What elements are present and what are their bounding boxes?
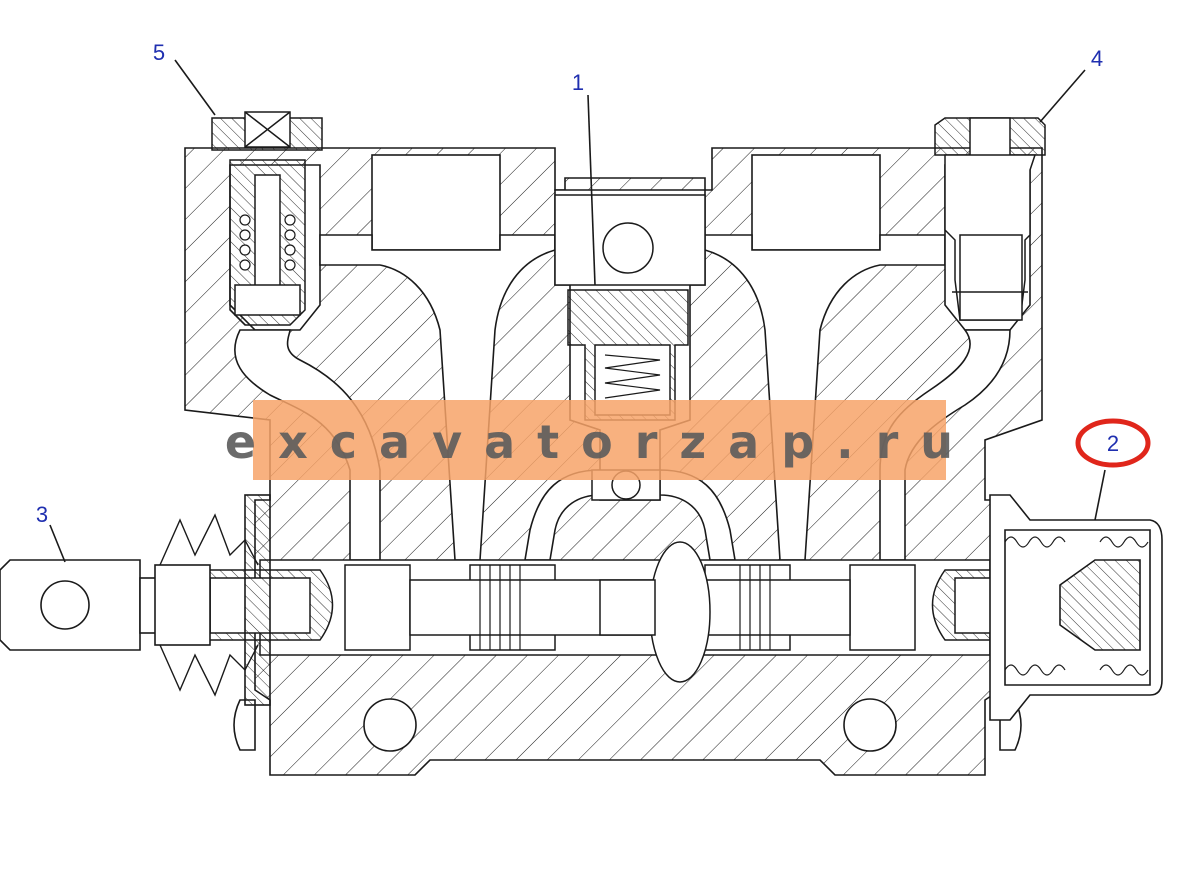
boot-flange <box>244 494 271 706</box>
spool-land-1 <box>344 564 411 651</box>
port-left-top <box>371 154 501 251</box>
leader-5 <box>174 59 216 116</box>
leader-4 <box>1039 69 1086 123</box>
highlight-circle-2 <box>1075 418 1151 468</box>
spring-retainer <box>1059 559 1141 651</box>
plug-stem-right <box>959 234 1023 321</box>
spool-assembly <box>204 541 1051 683</box>
lever-link <box>0 494 271 706</box>
spring-cap-assembly <box>989 494 1163 721</box>
left-boss <box>233 699 256 751</box>
plug-right <box>934 117 1046 321</box>
spool-land-4 <box>849 564 916 651</box>
cap-spring-bottom <box>1004 664 1149 676</box>
watermark-text: excavatorzap.ru <box>225 415 975 469</box>
cap-spring-top <box>1004 536 1149 548</box>
port-right-top <box>751 154 881 251</box>
check-plug-hole <box>602 222 654 274</box>
check-spring <box>604 354 661 399</box>
mount-hole-left <box>363 698 417 752</box>
watermark: excavatorzap.ru <box>225 400 975 480</box>
spool-center-neck <box>599 579 656 636</box>
callout-labels: 1 2 3 4 5 <box>36 40 1119 527</box>
spool-grooves-left <box>479 565 521 650</box>
callout-label-3: 3 <box>36 502 48 527</box>
leader-2 <box>1094 469 1106 521</box>
callout-label-5: 5 <box>153 40 165 65</box>
watermark-band <box>253 400 946 480</box>
leader-1 <box>587 94 596 286</box>
callout-label-1: 1 <box>572 70 584 95</box>
leader-3 <box>49 524 66 563</box>
link-nut <box>154 564 211 646</box>
link-eye-hole <box>40 580 90 630</box>
callouts <box>49 59 1151 563</box>
relief-base-left <box>234 284 301 316</box>
callout-label-4: 4 <box>1091 46 1103 71</box>
mount-hole-right <box>843 698 897 752</box>
spool-center-bulge <box>649 541 711 683</box>
spool-grooves-right <box>739 565 771 650</box>
relief-valve-left <box>211 111 323 326</box>
relief-poppet-left <box>254 174 281 296</box>
relief-spring-left <box>239 214 296 271</box>
hex-socket-x <box>244 111 291 148</box>
callout-label-2: 2 <box>1107 431 1119 456</box>
